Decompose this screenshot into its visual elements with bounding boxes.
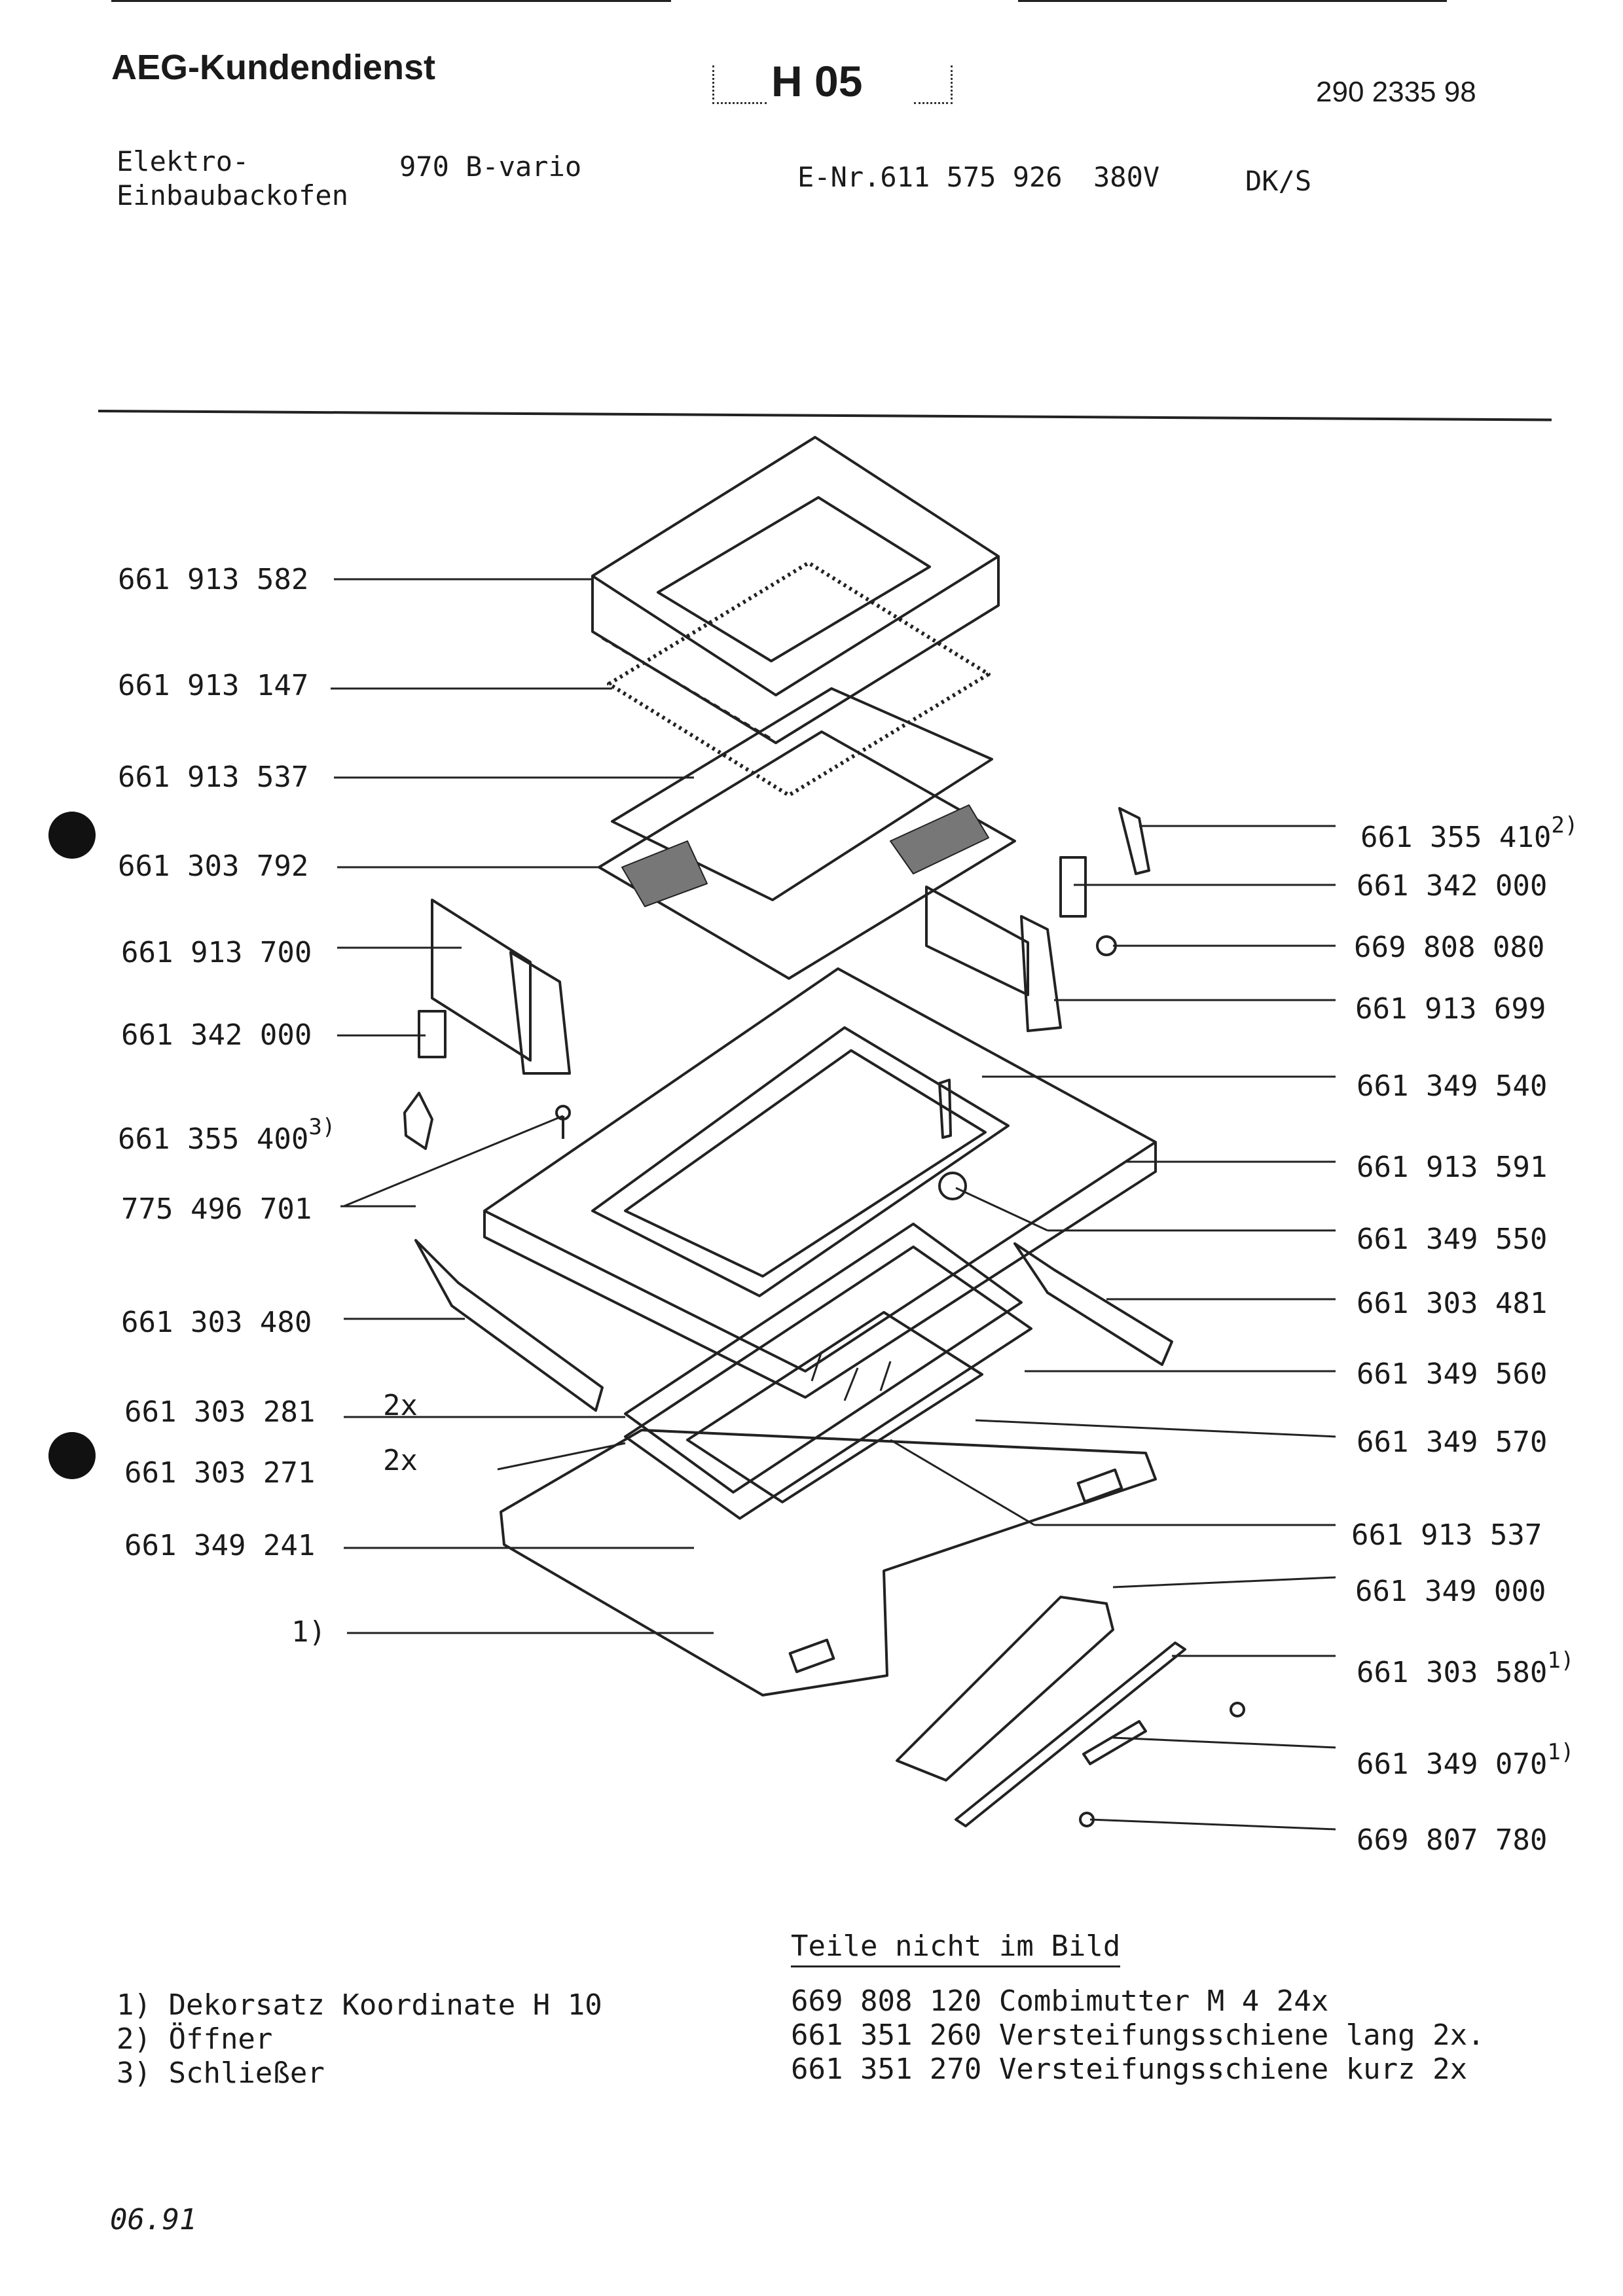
- part-label-left: 661 303 480: [121, 1306, 312, 1339]
- part-label-right: 661 349 0701): [1357, 1739, 1575, 1781]
- bullet-marker-1: [48, 812, 96, 859]
- product-line-1: Elektro-: [117, 145, 249, 177]
- not-shown-item: 661 351 260 Versteifungsschiene lang 2x.: [791, 2018, 1485, 2052]
- part-label-right: 661 913 537: [1351, 1518, 1542, 1552]
- e-nr: E-Nr.611 575 926: [797, 161, 1063, 193]
- part-label-right: 661 913 699: [1355, 992, 1546, 1026]
- part-label-left: 661 349 241: [124, 1529, 316, 1562]
- doc-number: 290 2335 98: [1316, 76, 1476, 108]
- not-shown-heading: Teile nicht im Bild: [791, 1929, 1121, 1967]
- part-label-left: 661 355 4003): [118, 1114, 336, 1156]
- part-label-left: 661 913 700: [121, 936, 312, 969]
- top-rule-left: [111, 0, 671, 2]
- part-label-left: 775 496 701: [121, 1193, 312, 1226]
- brand-title: AEG-Kundendienst: [111, 48, 435, 87]
- part-label-right: 669 807 780: [1357, 1823, 1548, 1857]
- part-label-right: 661 349 570: [1357, 1426, 1548, 1459]
- part-label-right: 661 349 000: [1355, 1575, 1546, 1608]
- part-label-right: 661 355 4102): [1360, 812, 1578, 854]
- footnote: 3) Schließer: [117, 2056, 325, 2090]
- part-label-left: 661 342 000: [121, 1018, 312, 1052]
- variant-code: DK/S: [1245, 165, 1312, 197]
- part-label-right: 669 808 080: [1354, 931, 1545, 964]
- part-label-left: 661 303 271: [124, 1456, 316, 1490]
- sheet-code: H 05: [771, 57, 863, 105]
- not-shown-item: 661 351 270 Versteifungsschiene kurz 2x: [791, 2053, 1468, 2086]
- top-rule-right: [1018, 0, 1447, 2]
- part-label-left: 661 303 792: [118, 850, 309, 883]
- print-date: 06.91: [110, 2203, 197, 2236]
- not-shown-item: 669 808 120 Combimutter M 4 24x: [791, 1984, 1329, 2018]
- footnote: 1) Dekorsatz Koordinate H 10: [117, 1988, 602, 2022]
- part-label-right: 661 303 481: [1357, 1287, 1548, 1320]
- voltage: 380V: [1093, 161, 1160, 193]
- part-label-right: 661 349 560: [1357, 1357, 1548, 1391]
- part-label-right: 661 349 540: [1357, 1069, 1548, 1103]
- footnote: 2) Öffner: [117, 2022, 273, 2056]
- model-name: 970 B-vario: [399, 151, 582, 183]
- sheet-code-bracket-left: [712, 65, 767, 104]
- part-label-right: 661 342 000: [1357, 869, 1548, 903]
- part-label-left: 661 913 582: [118, 563, 309, 596]
- product-line-2: Einbaubackofen: [117, 179, 349, 211]
- part-label-right: 661 303 5801): [1357, 1647, 1575, 1689]
- part-label-right: 661 913 591: [1357, 1151, 1548, 1184]
- part-label-left: 1): [291, 1615, 326, 1649]
- part-label-left: 661 913 537: [118, 761, 309, 794]
- part-label-right: 661 349 550: [1357, 1223, 1548, 1256]
- quantity-mark: 2x: [383, 1389, 418, 1422]
- quantity-mark: 2x: [383, 1444, 418, 1477]
- sheet-code-bracket-right: [914, 65, 953, 104]
- bullet-marker-2: [48, 1432, 96, 1479]
- part-label-left: 661 913 147: [118, 669, 309, 702]
- part-label-left: 661 303 281: [124, 1395, 316, 1429]
